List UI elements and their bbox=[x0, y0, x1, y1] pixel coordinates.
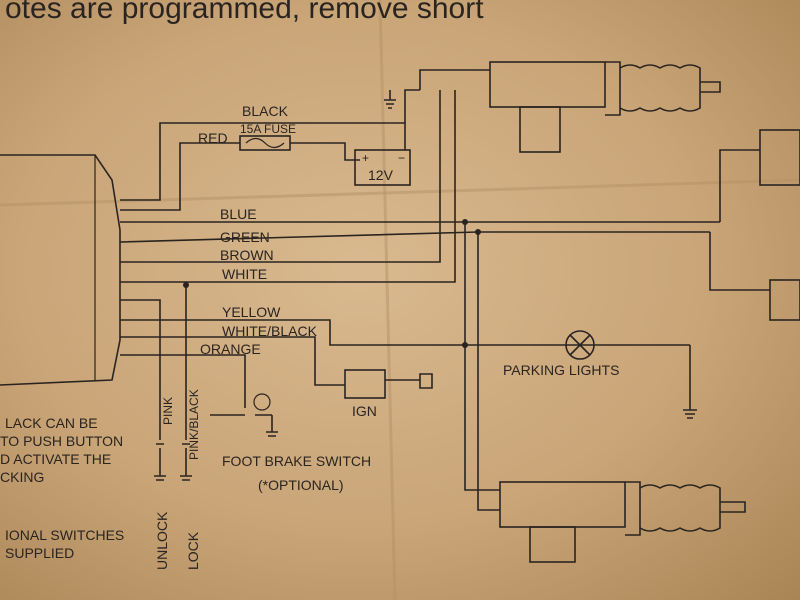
label-white-black: WHITE/BLACK bbox=[222, 323, 318, 339]
pink-black-wire: PINK/BLACK bbox=[180, 282, 201, 481]
label-red: RED bbox=[198, 130, 228, 146]
label-lock: LOCK bbox=[185, 531, 201, 570]
label-optional: (*OPTIONAL) bbox=[258, 477, 344, 493]
battery: + − 12V bbox=[354, 149, 411, 186]
svg-text:CKING: CKING bbox=[0, 469, 44, 485]
label-black: BLACK bbox=[242, 103, 289, 119]
black-wire: BLACK bbox=[120, 89, 420, 201]
orange-wire: ORANGE bbox=[120, 341, 261, 408]
foot-brake-switch: FOOT BRAKE SWITCH (*OPTIONAL) bbox=[210, 393, 371, 493]
junction-dot bbox=[462, 219, 468, 225]
svg-text:SUPPLIED: SUPPLIED bbox=[5, 545, 74, 561]
paper-crease bbox=[378, 0, 397, 600]
label-pink: PINK bbox=[161, 397, 175, 425]
svg-text:−: − bbox=[398, 151, 405, 165]
bundle-wire bbox=[477, 232, 500, 511]
label-ign: IGN bbox=[352, 403, 377, 419]
label-pink-black: PINK/BLACK bbox=[187, 389, 201, 460]
label-yellow: YELLOW bbox=[222, 304, 281, 320]
parking-lights: PARKING LIGHTS bbox=[503, 330, 697, 419]
junction-dot bbox=[462, 342, 468, 348]
header-text: otes are programmed, remove short bbox=[5, 0, 484, 25]
pink-wire: PINK bbox=[120, 299, 175, 481]
svg-text:TO PUSH BUTTON: TO PUSH BUTTON bbox=[0, 433, 123, 449]
control-module bbox=[0, 154, 121, 386]
junction-dot bbox=[475, 229, 481, 235]
blue-wire: BLUE bbox=[120, 206, 720, 223]
left-note: LACK CAN BE TO PUSH BUTTON D ACTIVATE TH… bbox=[0, 415, 123, 485]
door-lock-actuator-bottom bbox=[499, 481, 746, 563]
white-wire: WHITE bbox=[120, 90, 456, 283]
green-wire: GREEN bbox=[119, 229, 710, 245]
svg-text:+: + bbox=[362, 151, 369, 165]
label-brown: BROWN bbox=[220, 247, 274, 263]
door-lock-actuator-right bbox=[709, 129, 800, 321]
paper-crease bbox=[0, 178, 800, 207]
yellow-wire: YELLOW bbox=[120, 304, 690, 346]
label-battery: 12V bbox=[368, 167, 394, 183]
bottom-note: IONAL SWITCHES SUPPLIED bbox=[5, 527, 124, 561]
svg-text:LACK CAN BE: LACK CAN BE bbox=[5, 415, 98, 431]
ignition: IGN bbox=[344, 369, 433, 419]
bundle-wire bbox=[464, 222, 500, 491]
label-blue: BLUE bbox=[220, 206, 257, 222]
label-parking-lights: PARKING LIGHTS bbox=[503, 362, 619, 378]
label-unlock: UNLOCK bbox=[154, 511, 170, 570]
door-lock-actuator-top bbox=[419, 61, 721, 153]
brown-wire: BROWN bbox=[120, 90, 441, 263]
label-orange: ORANGE bbox=[200, 341, 261, 357]
red-wire: RED 15A FUSE bbox=[120, 122, 360, 211]
label-green: GREEN bbox=[220, 229, 270, 245]
svg-text:D ACTIVATE THE: D ACTIVATE THE bbox=[0, 451, 111, 467]
label-white: WHITE bbox=[222, 266, 267, 282]
svg-text:IONAL SWITCHES: IONAL SWITCHES bbox=[5, 527, 124, 543]
label-foot-brake: FOOT BRAKE SWITCH bbox=[222, 453, 371, 469]
label-fuse: 15A FUSE bbox=[240, 122, 296, 136]
white-black-wire: WHITE/BLACK bbox=[120, 323, 345, 386]
